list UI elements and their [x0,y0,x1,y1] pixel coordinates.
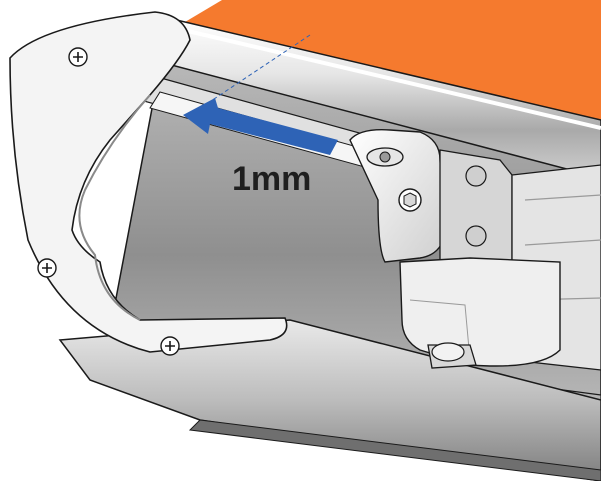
reference-line [204,34,311,106]
dimension-label: 1mm [232,160,311,198]
screw-middle [37,258,57,278]
direction-arrow [183,98,338,155]
tube-highlight [174,26,601,130]
bracket-assembly [349,129,601,371]
profile-bottom [58,319,601,481]
screw-top [68,47,88,67]
profile-bottom-lip [188,419,601,481]
screw-bottom [160,336,180,356]
end-cap-inner-edge [78,94,151,321]
